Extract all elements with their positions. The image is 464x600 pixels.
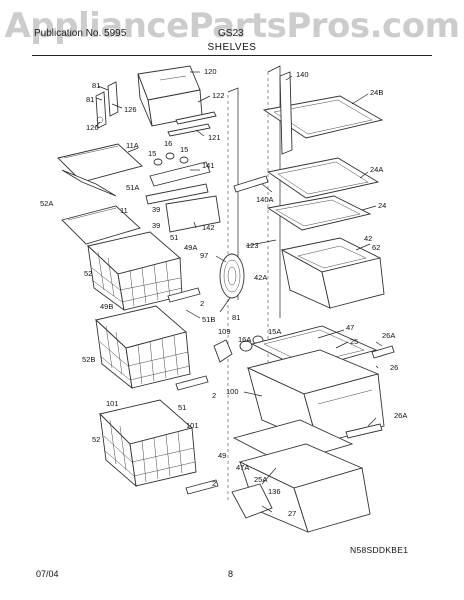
label-26: 26 [390, 363, 398, 372]
model-header: GS23 [218, 28, 244, 39]
label-26a: 26A [394, 411, 407, 420]
label-101: 101 [186, 421, 199, 430]
label-39: 39 [152, 221, 160, 230]
label-47: 47 [346, 323, 354, 332]
bracket-clips-15-16 [145, 152, 211, 205]
shelf-11 [61, 205, 141, 245]
label-51b: 51B [202, 315, 215, 324]
footer-date: 07/04 [36, 569, 59, 579]
basket-49a [87, 231, 183, 312]
label-11a: 11A [126, 141, 139, 150]
leader-lines [95, 71, 383, 513]
basket-49 [99, 399, 197, 488]
label-51a: 51A [126, 183, 139, 192]
label-122: 122 [212, 91, 225, 100]
label-62: 62 [372, 243, 380, 252]
label-52a: 52A [40, 199, 53, 208]
label-140: 140 [296, 70, 309, 79]
label-141: 141 [202, 161, 215, 170]
label-2: 2 [212, 391, 216, 400]
label-2: 2 [212, 479, 216, 488]
cover-142 [165, 195, 221, 233]
label-81: 81 [232, 313, 240, 322]
label-51: 51 [170, 233, 178, 242]
label-52b: 52B [82, 355, 95, 364]
label-24b: 24B [370, 88, 383, 97]
label-24: 24 [378, 201, 386, 210]
rail-strips-2 [167, 287, 219, 495]
label-15: 15 [148, 149, 156, 158]
label-27: 27 [288, 509, 296, 518]
fan-coil-97 [219, 253, 245, 299]
label-39: 39 [152, 205, 160, 214]
label-51: 51 [178, 403, 186, 412]
label-25a: 25A [254, 475, 267, 484]
drawing-code: N58SDDKBE1 [350, 545, 409, 555]
label-26a: 26A [382, 331, 395, 340]
label-25: 25 [350, 337, 358, 346]
knobs-109-15a-16a [213, 335, 264, 363]
label-136: 136 [268, 487, 281, 496]
basket-49b [95, 305, 191, 390]
label-15a: 15A [268, 327, 281, 336]
label-81: 81 [92, 81, 100, 90]
shelf-24b [262, 95, 384, 139]
part-labels: 81 126 81 126 120 122 121 140 24B 11A 15… [40, 67, 407, 518]
shelf-11a [57, 143, 143, 197]
page-title: SHELVES [207, 42, 257, 53]
crisper-pan-62 [280, 237, 385, 309]
label-109: 109 [218, 327, 231, 336]
label-126: 126 [124, 105, 137, 114]
page-number: 8 [228, 569, 234, 579]
label-11: 11 [120, 206, 128, 215]
label-97: 97 [200, 251, 208, 260]
crisper-pan-27 [238, 443, 371, 533]
label-49: 49 [218, 451, 226, 460]
label-42: 42 [364, 234, 372, 243]
shelf-24 [266, 195, 372, 231]
label-49b: 49B [100, 302, 113, 311]
label-16a: 16A [238, 335, 251, 344]
shelf-24a [266, 157, 380, 199]
label-120: 120 [204, 67, 217, 76]
label-52: 52 [84, 269, 92, 278]
deli-drawer-120 [137, 65, 203, 127]
label-16: 16 [164, 139, 172, 148]
label-24a: 24A [370, 165, 383, 174]
label-42a: 42A [254, 273, 267, 282]
label-142: 142 [202, 223, 215, 232]
cabinet-liner-outline [227, 65, 281, 500]
header-rule [32, 55, 432, 56]
slide-rails-26 [345, 345, 395, 439]
filter-136 [231, 483, 273, 519]
label-123: 123 [246, 241, 259, 250]
label-140a: 140A [256, 195, 274, 204]
label-15: 15 [180, 145, 188, 154]
label-52: 52 [92, 435, 100, 444]
label-100: 100 [226, 387, 239, 396]
publication-header: Publication No. 5995 [34, 28, 127, 39]
deli-rail-121-122 [167, 111, 217, 137]
label-81: 81 [86, 95, 94, 104]
support-rails-140 [233, 71, 293, 193]
label-47a: 47A [236, 463, 249, 472]
label-2: 2 [200, 299, 204, 308]
shelf-bracket-upper-left [95, 81, 119, 129]
label-101: 101 [106, 399, 119, 408]
label-121: 121 [208, 133, 221, 142]
watermark: AppliancePartsPros.com [4, 6, 460, 46]
label-49a: 49A [184, 243, 197, 252]
label-126: 126 [86, 123, 99, 132]
